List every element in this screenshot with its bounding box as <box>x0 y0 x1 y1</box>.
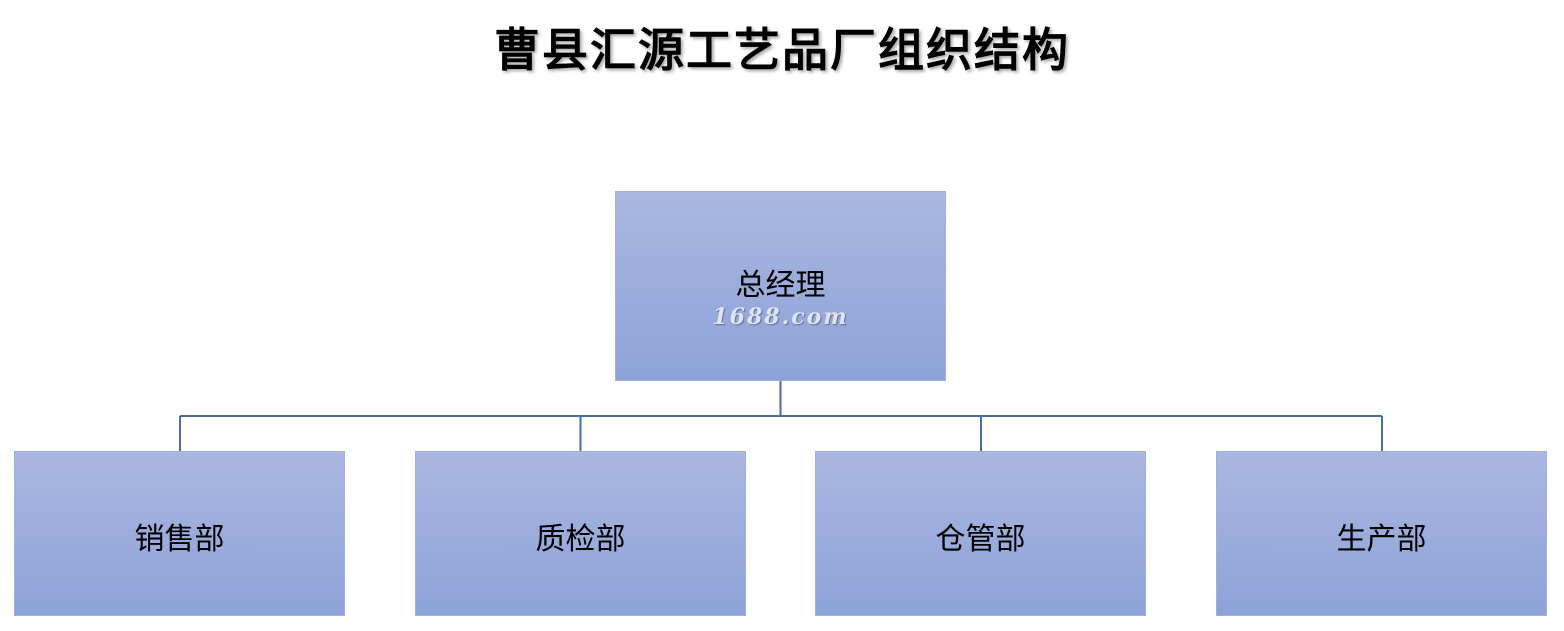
node-label: 总经理 <box>735 268 826 303</box>
node-label: 生产部 <box>1336 521 1427 557</box>
node-production-department: 生产部 <box>1216 451 1547 616</box>
node-label: 销售部 <box>134 521 225 557</box>
node-quality-inspection-department: 质检部 <box>415 451 746 616</box>
node-general-manager: 总经理 1688.com <box>615 191 946 381</box>
watermark-logo: 1688.com <box>712 304 849 330</box>
node-label: 质检部 <box>535 521 626 557</box>
chart-title: 曹县汇源工艺品厂组织结构 <box>494 23 1070 77</box>
node-warehouse-department: 仓管部 <box>815 451 1146 616</box>
node-label: 仓管部 <box>935 521 1026 557</box>
node-sales-department: 销售部 <box>14 451 345 616</box>
